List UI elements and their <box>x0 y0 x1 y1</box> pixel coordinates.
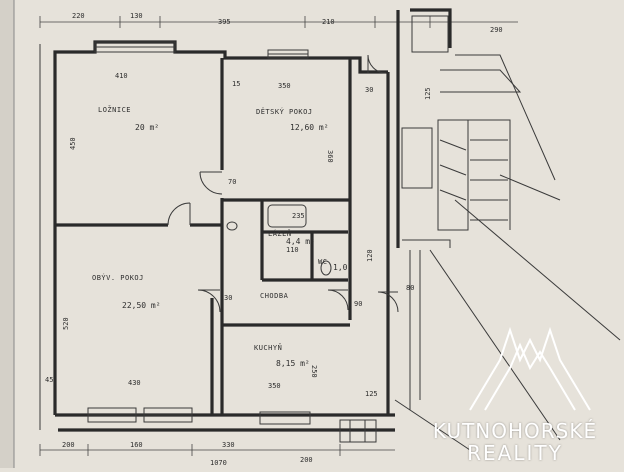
brand-line-2: REALITY <box>467 441 563 465</box>
bottom-windows <box>87 407 311 425</box>
room-loznice-area: 20 m² <box>135 123 159 132</box>
dim-loznice-height: 450 <box>69 137 77 150</box>
dim-misc-8: 200 <box>300 456 313 464</box>
room-obyv-area: 22,50 m² <box>122 301 161 310</box>
dim-misc-4: 30 <box>224 294 232 302</box>
brand-watermark: KUTNOHORSKÉ REALITY <box>420 420 610 464</box>
dim-top-3: 395 <box>218 18 231 26</box>
dim-kuchyn-width: 350 <box>268 382 281 390</box>
dim-corridor-width: 120 <box>366 249 374 262</box>
dim-detsky-height: 360 <box>326 150 334 163</box>
dim-loznice-width: 410 <box>115 72 128 80</box>
top-dimension-line: 220 130 395 210 290 <box>39 12 518 34</box>
room-wc-area: 1,0 <box>333 263 348 272</box>
dim-lazen-width: 235 <box>292 212 305 220</box>
room-detsky-area: 12,60 m² <box>290 123 329 132</box>
room-detsky-name: DĚTSKÝ POKOJ <box>256 107 313 116</box>
room-labels: LOŽNICE 20 m² DĚTSKÝ POKOJ 12,60 m² OBÝV… <box>92 105 348 368</box>
paper-edge <box>0 0 14 468</box>
dim-misc-5: 70 <box>228 178 236 186</box>
dim-top-1: 220 <box>72 12 85 20</box>
staircase <box>394 8 621 451</box>
dim-top-5: 290 <box>490 26 503 34</box>
dim-bottom-3: 330 <box>222 441 235 449</box>
brand-logo-mark <box>469 326 591 411</box>
room-obyv-name: OBÝV. POKOJ <box>92 273 144 282</box>
room-chodba-name: CHODBA <box>260 292 289 300</box>
room-lazen-name: LÁZEŇ <box>268 229 292 238</box>
dim-bottom-1: 200 <box>62 441 75 449</box>
dim-lazen-height: 110 <box>286 246 299 254</box>
dim-obyv-height: 520 <box>62 317 70 330</box>
bottom-dimension-line: 200 160 330 125 1070 <box>39 390 395 467</box>
brand-line-1: KUTNOHORSKÉ <box>432 419 598 443</box>
dim-stair-width: 125 <box>424 87 432 100</box>
dim-misc-3: 15 <box>232 80 240 88</box>
room-lazen-area: 4,4 m² <box>286 237 315 246</box>
dim-misc-1: 45 <box>45 376 53 384</box>
outer-walls <box>39 40 395 432</box>
dim-misc-6: 80 <box>406 284 414 292</box>
top-windows <box>94 41 309 59</box>
dim-misc-2: 30 <box>365 86 373 94</box>
interior-walls <box>55 58 352 415</box>
dim-bottom-2: 160 <box>130 441 143 449</box>
dim-detsky-width: 350 <box>278 82 291 90</box>
room-kuchyn-area: 8,15 m² <box>276 359 310 368</box>
dim-top-4: 210 <box>322 18 335 26</box>
room-wc-name: WC <box>318 258 327 266</box>
bottom-entrance <box>339 419 377 443</box>
bathroom-fixtures <box>226 204 332 276</box>
room-loznice-name: LOŽNICE <box>98 105 131 114</box>
dim-kuchyn-height: 250 <box>310 365 318 378</box>
room-kuchyn-name: KUCHYŇ <box>254 343 282 352</box>
dim-bottom-4: 125 <box>365 390 378 398</box>
room-dimensions: 410 450 350 360 520 430 350 250 235 110 … <box>45 72 432 464</box>
doors <box>167 54 399 313</box>
dim-misc-7: 90 <box>354 300 362 308</box>
dim-total: 1070 <box>210 459 227 467</box>
dim-top-2: 130 <box>130 12 143 20</box>
dim-obyv-width: 430 <box>128 379 141 387</box>
